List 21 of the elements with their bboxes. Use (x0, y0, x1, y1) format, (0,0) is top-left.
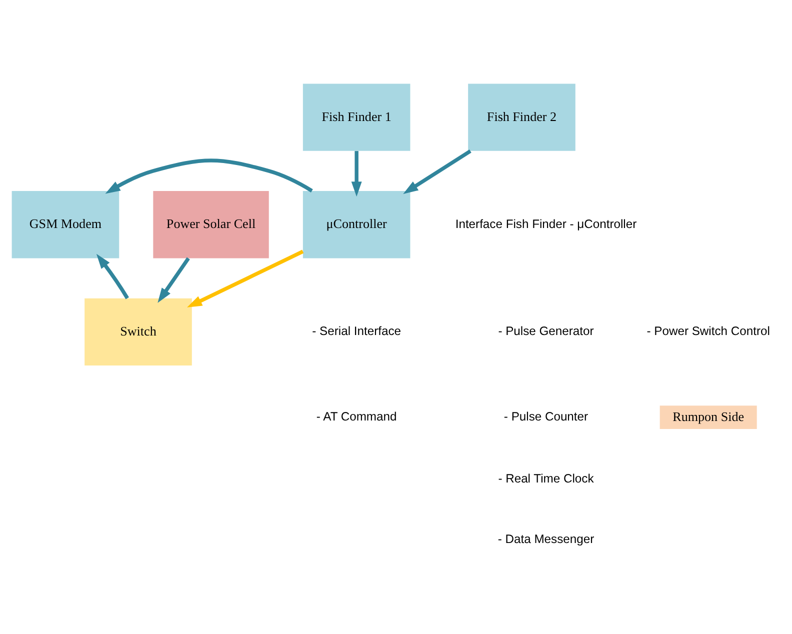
arrow (403, 149, 472, 194)
label: - Power Switch Control (646, 324, 770, 338)
node-box: Fish Finder 1 (302, 84, 410, 151)
arrow (96, 254, 129, 300)
label: Interface Fish Finder - μController (455, 216, 637, 231)
arrow (187, 250, 304, 308)
label: - Serial Interface (312, 324, 401, 338)
arrow (351, 151, 362, 197)
node-box: Fish Finder 2 (468, 84, 576, 151)
label: - AT Command (316, 409, 397, 424)
node-box: Switch (84, 298, 192, 366)
label: - Real Time Clock (498, 472, 594, 486)
label: - Pulse Generator (498, 324, 594, 338)
arrow (158, 257, 190, 303)
label: - Pulse Counter (504, 409, 588, 424)
node-box: μController (302, 191, 410, 258)
label: - Data Messenger (498, 532, 594, 546)
node-box: Rumpon Side (660, 406, 757, 429)
arrow (105, 158, 313, 194)
node-box: Power Solar Cell (153, 191, 269, 258)
node-box: GSM Modem (12, 191, 120, 258)
